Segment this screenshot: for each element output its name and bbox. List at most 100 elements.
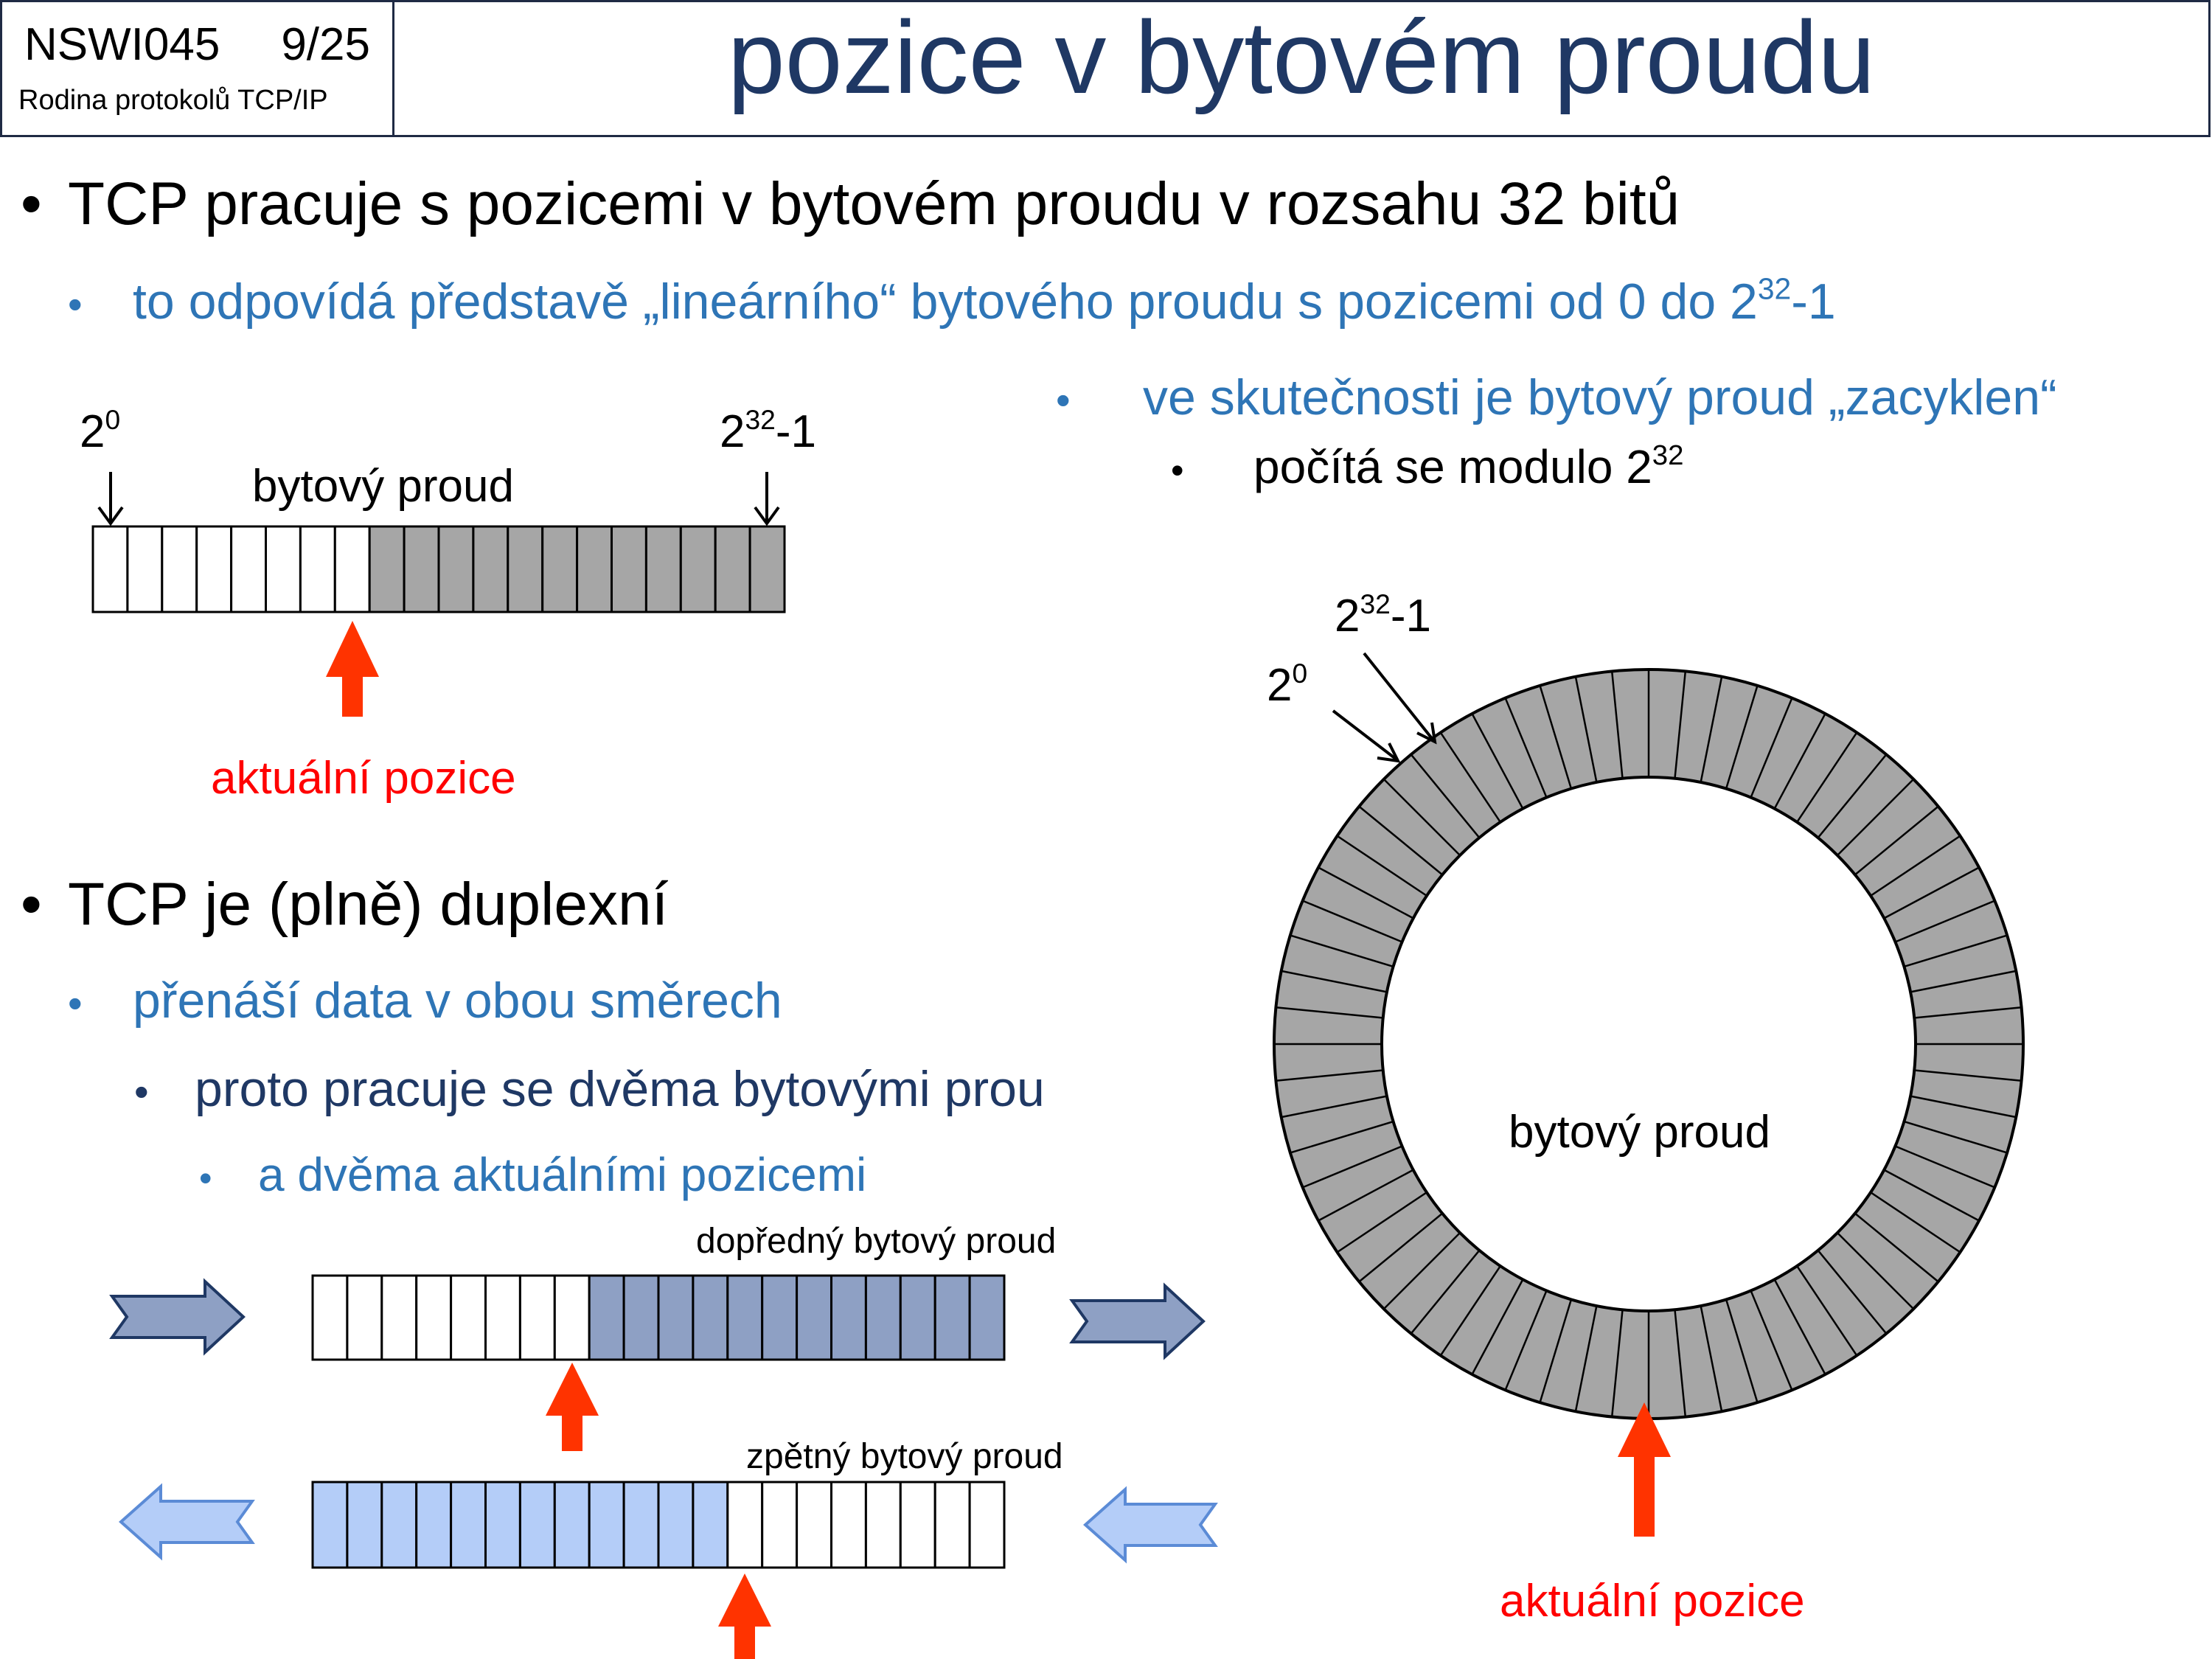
byte-cell (311, 1481, 349, 1569)
byte-cell (161, 525, 198, 613)
ring-segment-divider (1281, 970, 1388, 993)
byte-cell (346, 1274, 383, 1361)
byte-cell (692, 1274, 729, 1361)
ring-segment-divider (1750, 698, 1793, 799)
byte-cell (518, 1481, 556, 1569)
byte-cell (644, 525, 682, 613)
ring-segment-divider (1318, 866, 1414, 919)
bullet-dot: • (68, 980, 83, 1026)
byte-cell (657, 1481, 695, 1569)
bullet-text: to odpovídá představě „lineárního“ bytov… (133, 271, 1836, 330)
bullet-cyclic-stream: • ve skutečnosti je bytový proud „zacykl… (1056, 369, 2057, 426)
byte-cell (748, 525, 786, 613)
bullet-dot: • (1171, 450, 1184, 491)
byte-cell (830, 1481, 867, 1569)
ring-segment-divider (1796, 1265, 1858, 1357)
ring-segment-divider (1817, 754, 1888, 838)
ring-segment-divider (1318, 1169, 1414, 1222)
byte-cell (265, 525, 302, 613)
byte-cell (726, 1481, 764, 1569)
ring-segment-divider (1837, 778, 1915, 856)
bullet-both-directions: • přenáší data v obou směrech (68, 972, 782, 1029)
ring-segment-divider (1773, 713, 1826, 810)
backward-output-arrow-icon (118, 1483, 255, 1561)
byte-cell (368, 525, 406, 613)
byte-cell (761, 1274, 799, 1361)
byte-cell (899, 1481, 936, 1569)
ring-segment-divider (1358, 805, 1443, 876)
ring-segment-divider (1870, 835, 1961, 897)
ring-segment-divider (1883, 1169, 1980, 1222)
byte-cell (403, 525, 440, 613)
bullet-tcp-positions: • TCP pracuje s pozicemi v bytovém proud… (0, 170, 1680, 239)
byte-cell (726, 1274, 764, 1361)
ring-segment-divider (1539, 685, 1573, 789)
ring-segment-divider (1914, 1006, 2022, 1019)
course-subtitle: Rodina protokolů TCP/IP (18, 85, 328, 116)
byte-cell (679, 525, 717, 613)
linear-current-position-arrow (326, 621, 379, 717)
ring-segment-divider (1281, 1095, 1388, 1119)
ring-outer-edge (1273, 668, 2025, 1420)
byte-cell (761, 1481, 799, 1569)
bullet-dot: • (134, 1068, 149, 1115)
linear-start-label: 20 (80, 403, 121, 457)
byte-cell (299, 525, 336, 613)
byte-cell (588, 1274, 625, 1361)
bullet-modulo: • počítá se modulo 232 (1171, 439, 1683, 494)
byte-cell (864, 1274, 902, 1361)
byte-cell (507, 525, 544, 613)
byte-cell (230, 525, 268, 613)
linear-end-pointer (754, 472, 780, 526)
byte-cell (380, 1274, 418, 1361)
ring-segment-divider (1439, 1265, 1501, 1357)
ring-segment-divider (1410, 1250, 1481, 1335)
ring-segment-divider (1894, 900, 1995, 943)
bullet-dot: • (199, 1158, 212, 1199)
slide-header: NSWI045 9/25 Rodina protokolů TCP/IP poz… (0, 0, 2211, 137)
bullet-dot: • (21, 871, 42, 938)
ring-segment-divider (1894, 1145, 1995, 1189)
bullet-two-streams: • proto pracuje se dvěma bytovými prou (134, 1060, 1045, 1118)
ring-segment-divider (1773, 1279, 1826, 1375)
ring-segment-divider (1539, 1299, 1573, 1403)
byte-cell (311, 1274, 349, 1361)
byte-cell (518, 1274, 556, 1361)
ring-segment-divider (1439, 731, 1501, 823)
ring-segment-divider (1471, 713, 1524, 810)
bullet-text: TCP je (plně) duplexní (68, 871, 669, 938)
byte-cell (195, 525, 233, 613)
ring-segment-divider (1674, 671, 1687, 779)
byte-cell (484, 1274, 521, 1361)
byte-cell (899, 1274, 936, 1361)
slide-title: pozice v bytovém proudu (727, 0, 1876, 115)
backward-stream-label: zpětný bytový proud (746, 1437, 1063, 1476)
course-info-box: NSWI045 9/25 Rodina protokolů TCP/IP (2, 2, 394, 135)
ring-segment-divider (1725, 1299, 1759, 1403)
byte-cell (692, 1481, 729, 1569)
byte-cell (796, 1481, 832, 1569)
byte-cell (437, 525, 475, 613)
ring-segment-divider (1854, 805, 1939, 876)
byte-cell (588, 1481, 625, 1569)
ring-inner-edge (1380, 776, 1917, 1312)
linear-byte-stream (91, 525, 786, 613)
byte-cell (333, 525, 371, 613)
byte-cell (933, 1481, 971, 1569)
ring-segment-divider (1725, 685, 1759, 789)
byte-cell (714, 525, 751, 613)
bullet-text: proto pracuje se dvěma bytovými prou (195, 1061, 1045, 1117)
ring-segment-divider (1504, 698, 1548, 799)
byte-cell (933, 1274, 971, 1361)
ring-segment-divider (1382, 778, 1461, 856)
ring-segment-divider (1276, 1069, 1383, 1082)
linear-start-pointer (97, 472, 124, 526)
backward-current-position-arrow (718, 1573, 771, 1659)
ring-current-position-label: aktuální pozice (1500, 1576, 1805, 1627)
ring-end-pointer (1363, 652, 1437, 745)
bullet-linear-stream: • to odpovídá představě „lineárního“ byt… (68, 273, 1836, 330)
bullet-text: přenáší data v obou směrech (133, 973, 782, 1029)
ring-segment-divider (1883, 866, 1980, 919)
byte-cell (622, 1481, 660, 1569)
